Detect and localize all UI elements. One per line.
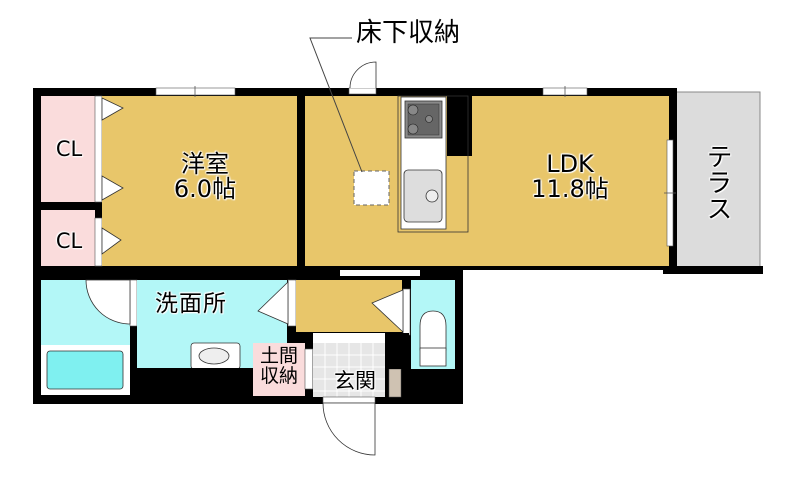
front-door[interactable] — [322, 396, 376, 404]
earth-storage-name-line2: 収納 — [259, 364, 298, 387]
bathtub-icon — [46, 350, 124, 390]
washroom-label: 洗面所 — [155, 291, 227, 317]
ldk-name: LDK — [546, 150, 594, 178]
terrace-area — [674, 91, 761, 273]
earth-storage-label: 土間 収納 — [254, 345, 304, 387]
earth-storage-name-line1: 土間 — [259, 345, 298, 367]
ldk-size: 11.8帖 — [531, 175, 609, 204]
western-room-name: 洋室 — [181, 150, 229, 178]
terrace-label: テラス — [702, 143, 732, 221]
earth-storage-area — [253, 343, 305, 396]
underfloor-storage-callout: 床下収納 — [356, 18, 461, 48]
closet-1-label: CL — [55, 137, 83, 161]
western-room-label: 洋室 6.0帖 — [150, 150, 260, 204]
callout-leader-line — [309, 37, 363, 173]
stove-icon — [404, 100, 443, 139]
entrance-label: 玄関 — [334, 369, 376, 393]
ldk-label: LDK 11.8帖 — [510, 150, 630, 204]
underfloor-storage-hatch — [353, 170, 390, 206]
shoe-cabinet — [388, 368, 402, 398]
closet-2-label: CL — [55, 229, 83, 253]
closet-1-area — [41, 96, 95, 202]
western-room-area — [102, 96, 297, 266]
closet-2-area — [41, 210, 95, 266]
toilet-icon — [419, 310, 447, 367]
washbasin-icon — [190, 342, 241, 370]
western-room-size: 6.0帖 — [173, 175, 237, 204]
kitchen-sink-icon — [403, 169, 443, 223]
